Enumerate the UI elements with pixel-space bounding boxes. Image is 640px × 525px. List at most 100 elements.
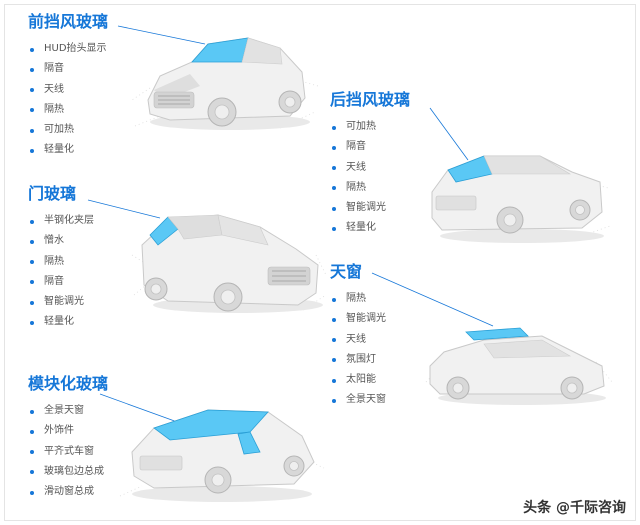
watermark: 头条 @千际咨询 bbox=[523, 500, 626, 516]
feature-item: 轻量化 bbox=[330, 218, 410, 238]
bullet-icon bbox=[30, 88, 34, 93]
bullet-icon bbox=[30, 239, 34, 244]
feature-label: 滑动窗总成 bbox=[44, 486, 94, 498]
feature-item: 半钢化夹层 bbox=[28, 211, 94, 231]
bullet-icon bbox=[30, 67, 34, 72]
bullet-icon bbox=[30, 260, 34, 265]
feature-item: 太阳能 bbox=[330, 370, 386, 390]
bullet-icon bbox=[30, 429, 34, 434]
feature-list: 半钢化夹层 憎水 隔热 隔音 智能调光 轻量化 bbox=[28, 211, 94, 333]
feature-label: 天线 bbox=[346, 333, 366, 345]
feature-item: 天线 bbox=[330, 158, 410, 178]
bullet-icon bbox=[30, 108, 34, 113]
car-door-glass-illustration bbox=[128, 205, 328, 317]
section-windshield: 前挡风玻璃 HUD抬头显示 隔音 天线 隔热 可加热 轻量化 bbox=[28, 12, 108, 161]
feature-item: 全景天窗 bbox=[330, 390, 386, 410]
feature-item: 平齐式车窗 bbox=[28, 442, 108, 462]
feature-label: 隔热 bbox=[346, 181, 366, 193]
feature-item: 隔音 bbox=[28, 272, 94, 292]
car-icon bbox=[425, 327, 613, 405]
bullet-icon bbox=[30, 300, 34, 305]
section-sunroof: 天窗 隔热 智能调光 天线 氛围灯 太阳能 全景天窗 bbox=[330, 262, 386, 411]
feature-item: 轻量化 bbox=[28, 312, 94, 332]
bullet-icon bbox=[332, 398, 336, 403]
feature-label: 隔热 bbox=[44, 103, 64, 115]
feature-item: 隔热 bbox=[330, 289, 386, 309]
bullet-icon bbox=[332, 206, 336, 211]
feature-item: 外饰件 bbox=[28, 421, 108, 441]
feature-label: 全景天窗 bbox=[346, 394, 386, 406]
bullet-icon bbox=[332, 125, 336, 130]
bullet-icon bbox=[332, 166, 336, 171]
bullet-icon bbox=[332, 317, 336, 322]
bullet-icon bbox=[30, 409, 34, 414]
feature-label: 可加热 bbox=[346, 121, 376, 132]
feature-item: 天线 bbox=[330, 330, 386, 350]
feature-label: 隔热 bbox=[346, 293, 366, 304]
feature-label: 天线 bbox=[346, 161, 366, 173]
bullet-icon bbox=[30, 470, 34, 475]
car-icon bbox=[431, 155, 611, 243]
section-rear-windshield: 后挡风玻璃 可加热 隔音 天线 隔热 智能调光 轻量化 bbox=[330, 90, 410, 239]
bullet-icon bbox=[30, 490, 34, 495]
car-modular-glass-illustration bbox=[118, 396, 326, 506]
feature-item: 氛围灯 bbox=[330, 350, 386, 370]
feature-label: 氛围灯 bbox=[346, 353, 376, 365]
bullet-icon bbox=[30, 47, 34, 52]
car-windshield-illustration bbox=[130, 28, 320, 133]
car-icon bbox=[131, 37, 319, 130]
feature-label: 隔音 bbox=[346, 141, 366, 153]
feature-label: 隔音 bbox=[44, 63, 64, 75]
feature-label: 半钢化夹层 bbox=[44, 215, 94, 226]
bullet-icon bbox=[332, 186, 336, 191]
feature-list: HUD抬头显示 隔音 天线 隔热 可加热 轻量化 bbox=[28, 39, 108, 161]
section-title: 门玻璃 bbox=[28, 184, 77, 203]
bullet-icon bbox=[30, 320, 34, 325]
feature-label: 轻量化 bbox=[44, 316, 74, 328]
feature-label: 天线 bbox=[44, 83, 64, 95]
feature-item: 隔热 bbox=[28, 252, 94, 272]
feature-item: 隔热 bbox=[28, 100, 108, 120]
bullet-icon bbox=[332, 297, 336, 302]
figure-frame bbox=[4, 4, 636, 521]
section-door-glass: 门玻璃 半钢化夹层 憎水 隔热 隔音 智能调光 轻量化 bbox=[28, 184, 94, 333]
feature-item: 智能调光 bbox=[330, 309, 386, 329]
feature-label: 平齐式车窗 bbox=[44, 445, 94, 457]
bullet-icon bbox=[30, 128, 34, 133]
feature-item: 智能调光 bbox=[330, 198, 410, 218]
feature-item: 可加热 bbox=[28, 120, 108, 140]
feature-item: 智能调光 bbox=[28, 292, 94, 312]
section-title: 天窗 bbox=[330, 262, 363, 281]
feature-item: 滑动窗总成 bbox=[28, 482, 108, 502]
bullet-icon bbox=[30, 450, 34, 455]
bullet-icon bbox=[30, 148, 34, 153]
bullet-icon bbox=[332, 226, 336, 231]
feature-item: 玻璃包边总成 bbox=[28, 462, 108, 482]
feature-label: 智能调光 bbox=[44, 296, 84, 308]
feature-list: 可加热 隔音 天线 隔热 智能调光 轻量化 bbox=[330, 117, 410, 239]
section-title: 模块化玻璃 bbox=[28, 374, 109, 393]
feature-list: 全景天窗 外饰件 平齐式车窗 玻璃包边总成 滑动窗总成 bbox=[28, 401, 108, 502]
feature-label: 可加热 bbox=[44, 124, 74, 136]
bullet-icon bbox=[332, 358, 336, 363]
feature-label: 玻璃包边总成 bbox=[44, 465, 104, 477]
feature-item: 隔音 bbox=[330, 137, 410, 157]
feature-item: HUD抬头显示 bbox=[28, 39, 108, 59]
feature-label: 智能调光 bbox=[346, 202, 386, 214]
bullet-icon bbox=[30, 219, 34, 224]
bullet-icon bbox=[332, 145, 336, 150]
feature-label: 隔热 bbox=[44, 255, 64, 267]
car-rear-windshield-illustration bbox=[422, 148, 612, 246]
section-title: 前挡风玻璃 bbox=[28, 12, 109, 31]
feature-item: 轻量化 bbox=[28, 140, 108, 160]
feature-label: 智能调光 bbox=[346, 313, 386, 325]
bullet-icon bbox=[30, 280, 34, 285]
bullet-icon bbox=[332, 378, 336, 383]
feature-item: 隔音 bbox=[28, 59, 108, 79]
feature-label: 轻量化 bbox=[44, 144, 74, 156]
car-icon bbox=[131, 214, 327, 313]
feature-list: 隔热 智能调光 天线 氛围灯 太阳能 全景天窗 bbox=[330, 289, 386, 411]
section-modular-glass: 模块化玻璃 全景天窗 外饰件 平齐式车窗 玻璃包边总成 滑动窗总成 bbox=[28, 374, 108, 502]
feature-item: 天线 bbox=[28, 80, 108, 100]
feature-label: 轻量化 bbox=[346, 222, 376, 234]
